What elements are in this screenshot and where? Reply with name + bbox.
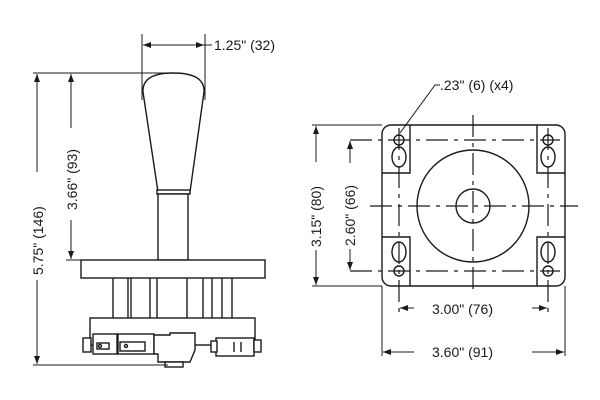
mounting-plate [80, 259, 266, 279]
hole-spacing-width-dimension: 3.00" (76) [432, 301, 493, 317]
shaft [157, 193, 189, 261]
side-view: 1.25" (32) 3.66" (93) 5.75" (146) [28, 34, 275, 368]
center-lines [350, 115, 578, 315]
total-height-dimension: 5.75" (146) [30, 206, 46, 275]
handle-height-dimension: 3.66" (93) [64, 149, 80, 210]
outer-height-dimension: 3.15" (80) [308, 186, 324, 247]
ball-top-handle [142, 72, 205, 193]
microswitches [82, 332, 262, 368]
hole-dimension: .23" (6) (x4) [440, 77, 513, 93]
top-view: .23" (6) (x4) 3.15" (80) 2.60" (66) 3.00… [306, 77, 578, 361]
posts [112, 278, 233, 318]
width-dimension: 1.25" (32) [214, 37, 275, 53]
outer-width-dimension: 3.60" (91) [432, 344, 493, 360]
hole-spacing-height-dimension: 2.60" (66) [342, 185, 358, 246]
